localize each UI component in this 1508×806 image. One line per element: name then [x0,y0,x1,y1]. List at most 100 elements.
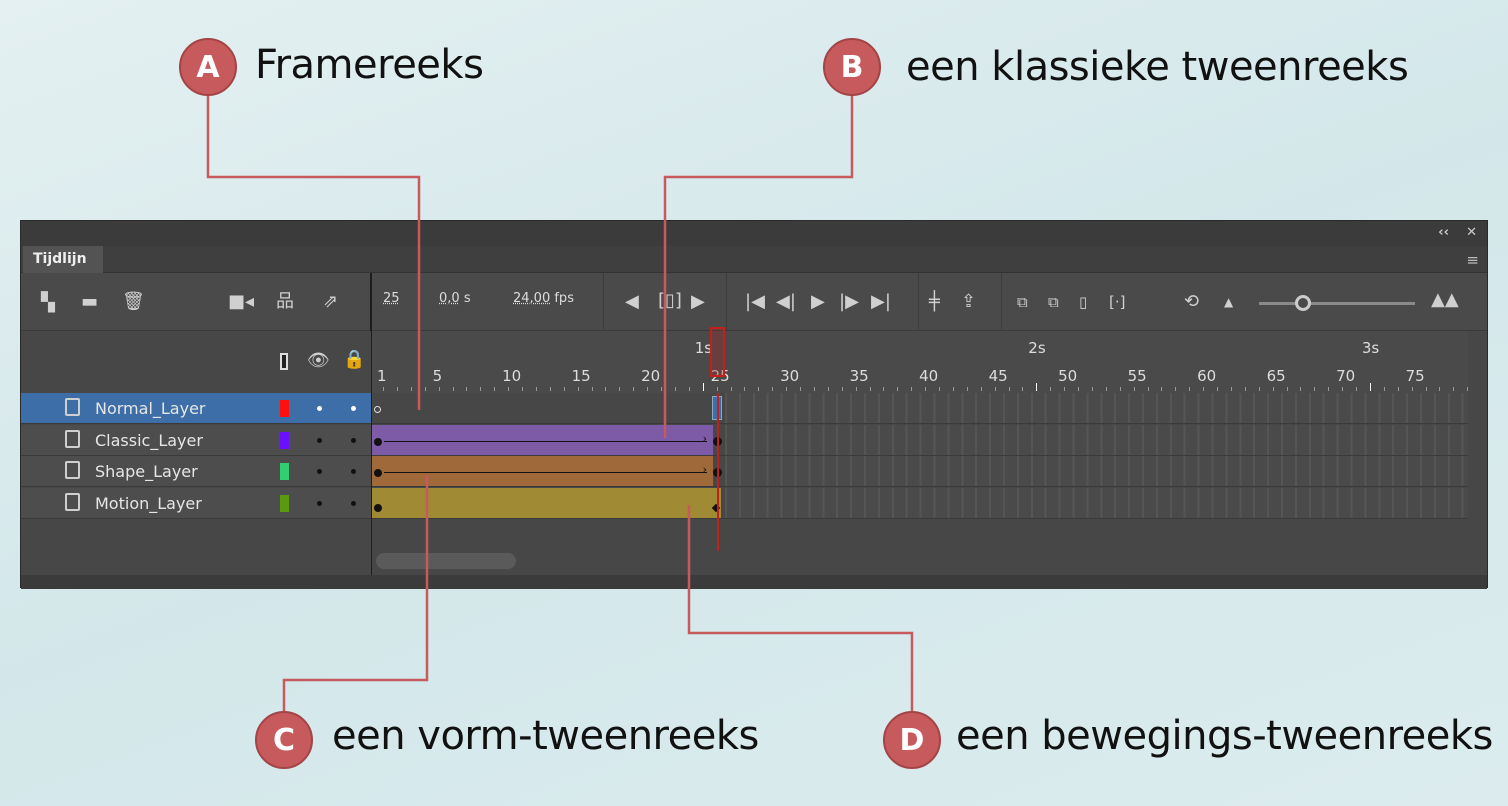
current-frame-field[interactable]: 25 [383,291,400,306]
ruler-tick [1453,387,1455,391]
start-keyframe[interactable] [374,469,382,477]
frame-row-classic[interactable]: › [372,424,1468,456]
start-keyframe[interactable] [374,503,382,512]
layer-color-swatch[interactable] [280,431,289,449]
frame-row-frames[interactable] [372,393,1468,424]
frame-label: 15 [571,367,591,385]
play-icon[interactable]: ▶ [811,291,825,312]
ruler-tick [1203,387,1205,391]
zoom-slider[interactable] [1259,295,1415,311]
start-keyframe[interactable] [374,437,382,446]
panel-menu-icon[interactable]: ≡ [1466,251,1479,269]
ruler-tick [1314,387,1316,391]
playhead[interactable] [709,327,725,377]
layer-row[interactable]: Normal_Layer [21,393,371,424]
last-frame-icon[interactable]: ▶| [871,291,891,312]
parent-layers-icon[interactable]: 品 [276,291,294,312]
shape-tween-span[interactable] [372,456,713,486]
zoom-out-icon[interactable]: ▲ [1224,295,1234,309]
ruler-tick [702,383,704,391]
center-frame-icon[interactable]: ╪ [929,291,940,312]
step-back-icon[interactable]: ◀| [776,291,796,312]
zoom-slider-handle[interactable] [1295,295,1311,311]
close-icon[interactable]: ✕ [1466,225,1477,240]
delete-icon[interactable]: 🗑 [122,291,145,312]
ruler-tick [591,387,593,391]
ruler-tick [494,387,496,391]
new-folder-icon[interactable]: ▬ [81,291,99,312]
lock-dot[interactable] [351,469,356,474]
ruler-tick [1091,387,1093,391]
callout-c-text: een vorm-tweenreeks [332,713,759,759]
loop-icon[interactable]: ⇪ [961,291,977,312]
frame-label: 30 [780,367,800,385]
visibility-dot[interactable] [317,500,322,506]
prev-keyframe-icon[interactable]: ◀ [625,291,639,312]
layer-name[interactable]: Classic_Layer [95,430,203,450]
lock-dot[interactable] [351,437,356,443]
ruler-tick [1411,387,1413,391]
layer-depth-icon[interactable]: ⇗ [323,291,339,312]
outline-toggle-icon[interactable] [280,353,288,370]
frame-grid[interactable]: ›› [372,393,1468,575]
layer-row[interactable]: Motion_Layer [21,487,371,519]
camera-icon[interactable]: ■◂ [228,291,255,312]
layer-name[interactable]: Normal_Layer [95,399,206,418]
lock-icon[interactable]: 🔒 [343,349,366,370]
layer-color-swatch[interactable] [280,494,289,512]
ruler-tick [1467,387,1469,391]
layer-name[interactable]: Shape_Layer [95,462,198,481]
first-frame-icon[interactable]: |◀ [745,291,765,312]
visibility-dot[interactable] [317,406,322,411]
onion-range-icon[interactable]: [·] [1109,293,1126,311]
lock-dot[interactable] [351,406,356,411]
ruler-tick [1369,383,1371,391]
lock-dot[interactable] [351,500,356,506]
frame-label: 65 [1266,367,1286,385]
frame-label: 70 [1336,367,1356,385]
ruler-tick [1383,387,1385,391]
motion-tween-span[interactable] [372,487,721,518]
eye-icon[interactable]: 👁 [307,350,330,371]
visibility-dot[interactable] [317,469,322,474]
visibility-dot[interactable] [317,437,322,443]
ruler-tick [1342,387,1344,391]
undo-icon[interactable]: ⟲ [1184,291,1200,312]
layer-name[interactable]: Motion_Layer [95,493,202,513]
empty-keyframe[interactable] [374,406,381,413]
layer-row[interactable]: Shape_Layer [21,456,371,487]
tab-tijdlijn[interactable]: Tijdlijn [23,246,103,273]
callout-a-badge: A [179,38,237,96]
ruler-tick [1175,387,1177,391]
edit-multiple-icon[interactable]: ▯ [1079,293,1088,311]
collapse-icon[interactable]: ‹‹ [1438,225,1449,240]
onion-skin-icon[interactable]: ⧉ [1017,293,1028,311]
layer-icon [65,461,80,479]
ruler-tick [730,387,732,391]
onion-skin-outlines-icon[interactable]: ⧉ [1048,293,1059,311]
ruler-tick [452,387,454,391]
frame-row-shape[interactable]: › [372,456,1468,487]
frame-row-motion[interactable] [372,487,1468,519]
callout-a-text: Framereeks [255,42,484,88]
ruler-tick [855,387,857,391]
ruler-tick [383,387,384,391]
motion-layer-icon [65,492,80,511]
next-keyframe-icon[interactable]: ▶ [691,291,705,312]
layer-row[interactable]: Classic_Layer [21,424,371,456]
zoom-in-icon[interactable]: ▲▲ [1431,289,1459,310]
new-layer-icon[interactable]: ▚ [41,292,55,313]
layer-color-swatch[interactable] [280,463,289,480]
horizontal-scrollbar[interactable] [376,553,516,569]
ruler-tick [1217,387,1218,391]
classic-tween-span[interactable] [372,424,713,455]
fps-field[interactable]: 24,00 fps [513,291,574,306]
insert-keyframe-icon[interactable]: [▯] [658,290,682,311]
step-forward-icon[interactable]: |▶ [839,291,859,312]
time-field[interactable]: 0,0 s [439,291,471,306]
ruler-tick [966,387,968,391]
layer-color-swatch[interactable] [280,400,289,417]
ruler-tick [800,387,801,391]
callout-c-badge: C [255,711,313,769]
